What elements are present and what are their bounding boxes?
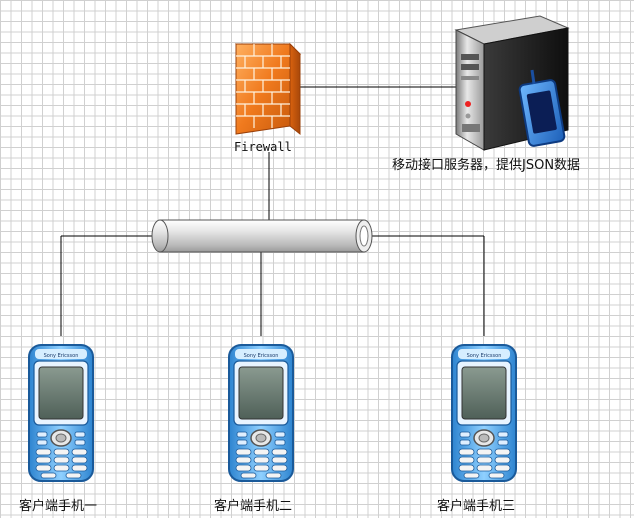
mobile-phone-icon (227, 343, 295, 483)
phone-label-2: 客户端手机二 (214, 499, 293, 514)
connectors (60, 86, 485, 336)
mobile-phone-icon (450, 343, 518, 483)
server-tower-with-phone-icon (454, 15, 570, 151)
server-label: 移动接口服务器，提供JSON数据 (392, 158, 581, 173)
mobile-phone-icon (27, 343, 95, 483)
phone-label-3: 客户端手机三 (437, 499, 516, 514)
firewall-brick-wall-icon (234, 42, 302, 136)
firewall-label: Firewall (234, 140, 292, 154)
phone-label-1: 客户端手机一 (19, 499, 98, 514)
network-pipe-bus-icon (151, 219, 373, 253)
